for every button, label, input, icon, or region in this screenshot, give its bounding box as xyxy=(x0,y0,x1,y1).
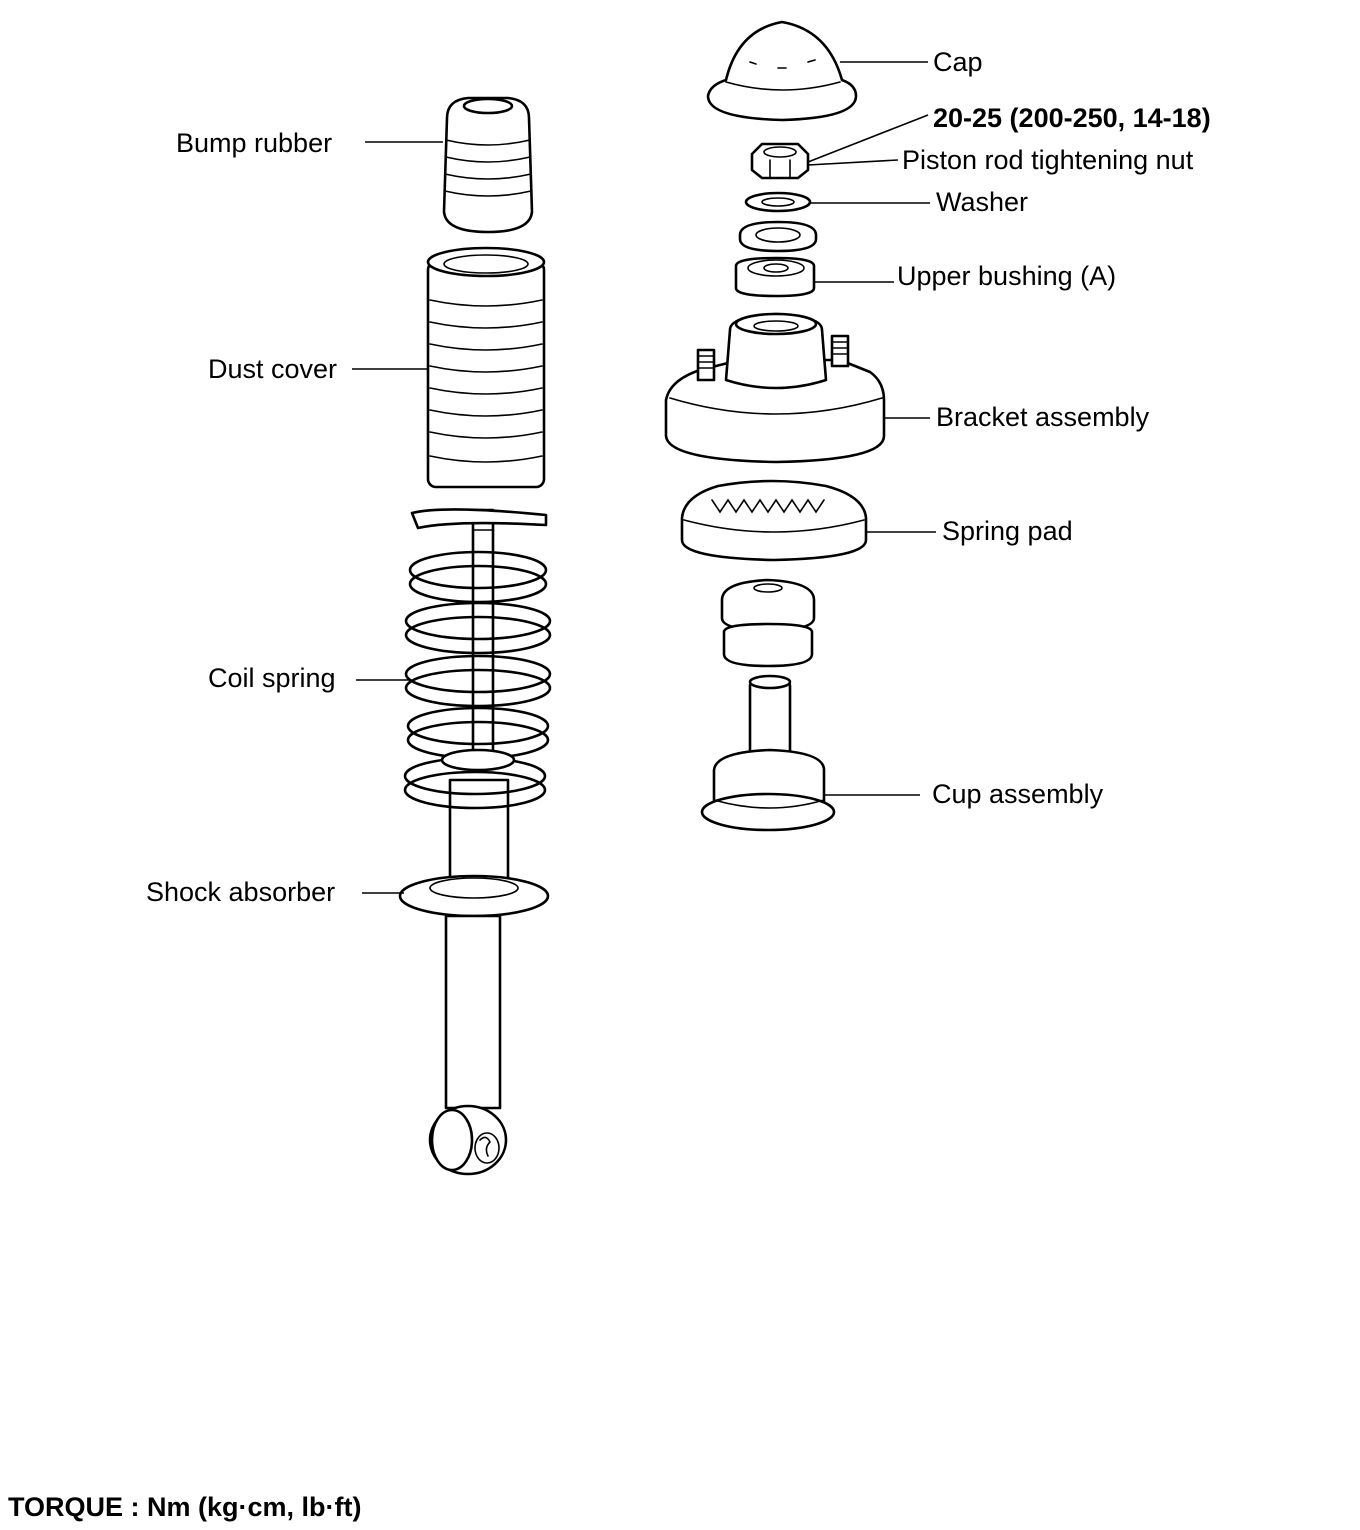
cap-part xyxy=(706,20,858,122)
bump-rubber-label: Bump rubber xyxy=(176,128,332,158)
retainer-part xyxy=(738,220,818,253)
dust-cover-label: Dust cover xyxy=(208,354,337,384)
shock-absorber-part xyxy=(398,508,550,1176)
upper-bushing-label: Upper bushing (A) xyxy=(897,261,1116,291)
piston-rod-nut-part xyxy=(750,142,810,180)
piston-rod-nut-label: Piston rod tightening nut xyxy=(902,145,1194,175)
washer-label: Washer xyxy=(936,187,1028,217)
bump-rubber-part xyxy=(442,96,534,234)
torque-spec-label: 20-25 (200-250, 14-18) xyxy=(933,103,1211,133)
cup-assembly-label: Cup assembly xyxy=(932,779,1104,809)
cap-label: Cap xyxy=(933,47,983,77)
cup-assembly-part xyxy=(700,674,836,832)
coil-spring-part xyxy=(403,508,552,810)
shock-absorber-label: Shock absorber xyxy=(146,877,335,907)
bracket-assembly-label: Bracket assembly xyxy=(936,402,1150,432)
spring-pad-part xyxy=(680,479,868,562)
torque-spec-leader xyxy=(807,114,929,163)
torque-units-footer: TORQUE : Nm (kg·cm, lb·ft) xyxy=(8,1492,362,1522)
lower-bumper-part xyxy=(720,578,816,668)
washer-part xyxy=(744,191,812,213)
coil-spring-label: Coil spring xyxy=(208,663,336,693)
piston-rod-nut-leader xyxy=(807,159,899,166)
dust-cover-part xyxy=(426,246,546,489)
bracket-assembly-part xyxy=(664,312,886,464)
spring-pad-label: Spring pad xyxy=(942,516,1073,546)
upper-bushing-part xyxy=(734,256,816,298)
